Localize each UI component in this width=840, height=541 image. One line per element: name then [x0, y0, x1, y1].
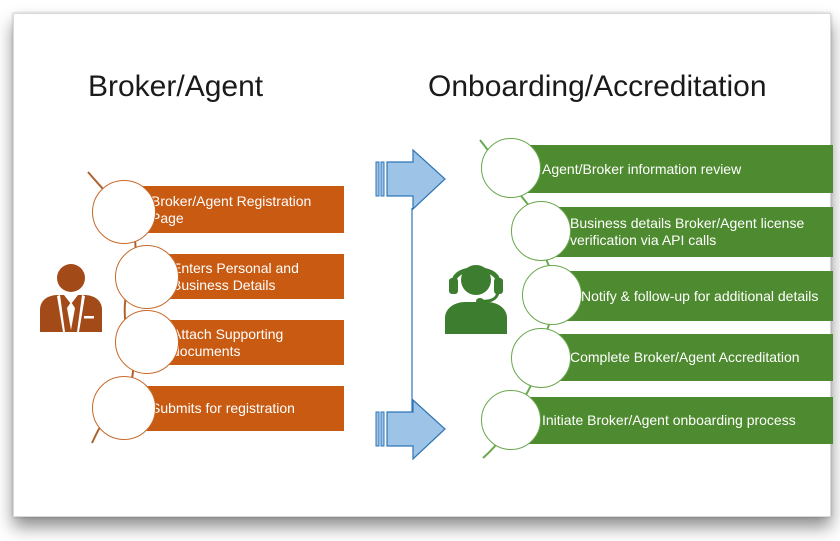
broker-step-enter-details: Enters Personal and Business Details [148, 254, 344, 299]
broker-step-submit: Submits for registration [132, 386, 344, 431]
right-arrow-icon [375, 148, 446, 211]
broker-step-circle [92, 180, 156, 244]
broker-step-circle [115, 245, 179, 309]
headset-agent-icon [445, 265, 507, 334]
onboarding-step-info-review: Agent/Broker information review [520, 145, 833, 193]
broker-step-registration-page: Broker/Agent Registration Page [132, 186, 344, 233]
onboarding-step-initiate-onboarding: Initiate Broker/Agent onboarding process [520, 397, 833, 444]
onboarding-step-circle [511, 201, 571, 261]
broker-step-circle [115, 310, 179, 374]
broker-step-attach-documents: Attach Supporting documents [148, 320, 344, 365]
step-label: Enters Personal and Business Details [172, 259, 299, 293]
step-label: Notify & follow-up for additional detail… [581, 287, 819, 304]
right-arrow-icon [375, 398, 446, 461]
step-label: Complete Broker/Agent Accreditation [570, 349, 800, 365]
onboarding-accreditation-heading: Onboarding/Accreditation [428, 70, 767, 103]
onboarding-step-notify-followup: Notify & follow-up for additional detail… [560, 271, 833, 321]
step-label: Business details Broker/Agent license ve… [570, 215, 805, 248]
step-label: Attach Supporting documents [172, 325, 284, 359]
step-label: Initiate Broker/Agent onboarding process [542, 412, 796, 428]
step-label: Submits for registration [151, 400, 295, 416]
onboarding-step-complete-accreditation: Complete Broker/Agent Accreditation [550, 334, 833, 381]
businessman-icon [40, 264, 102, 332]
broker-step-circle [92, 376, 156, 440]
onboarding-step-license-verification: Business details Broker/Agent license ve… [550, 207, 833, 257]
broker-agent-heading: Broker/Agent [88, 70, 264, 103]
onboarding-step-circle [481, 138, 541, 198]
onboarding-step-circle [511, 328, 571, 388]
onboarding-step-circle [522, 265, 582, 325]
onboarding-step-circle [481, 390, 541, 450]
step-label: Broker/Agent Registration Page [151, 192, 312, 226]
step-label: Agent/Broker information review [542, 160, 742, 177]
